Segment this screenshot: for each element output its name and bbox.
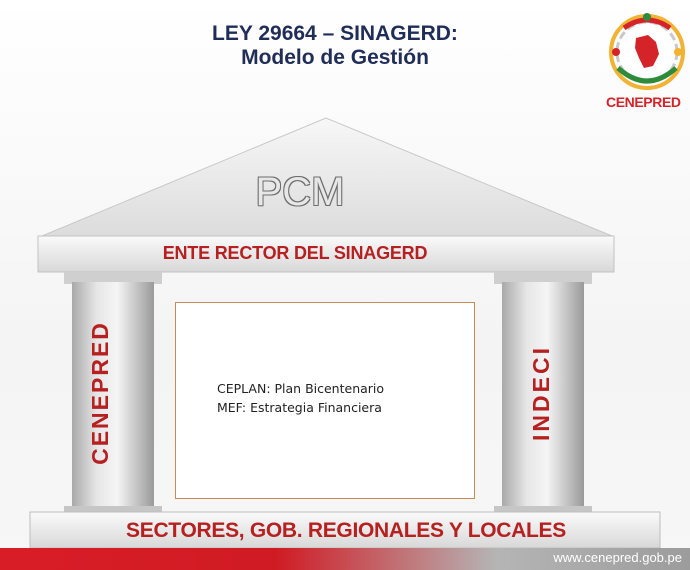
left-column-label: CENEPRED xyxy=(87,321,113,465)
slide-title: LEY 29664 – SINAGERD: Modelo de Gestión xyxy=(140,22,530,70)
left-column-shaft xyxy=(72,282,154,510)
right-column-shaft xyxy=(502,282,584,510)
base-label: SECTORES, GOB. REGIONALES Y LOCALES xyxy=(126,519,566,542)
temple-base xyxy=(29,511,661,549)
right-column-cap xyxy=(494,272,592,284)
left-column-cap xyxy=(64,272,162,284)
right-column-foot xyxy=(494,506,592,516)
title-line-2: Modelo de Gestión xyxy=(241,46,429,69)
center-line-2: MEF: Estrategia Financiera xyxy=(217,400,382,415)
temple-beam xyxy=(37,235,615,273)
center-line-1: CEPLAN: Plan Bicentenario xyxy=(217,381,385,396)
center-text: CEPLAN: Plan Bicentenario MEF: Estrategi… xyxy=(217,379,457,417)
right-column-label: INDECI xyxy=(528,345,554,441)
title-line-1: LEY 29664 – SINAGERD: xyxy=(212,22,458,45)
center-box xyxy=(175,302,475,499)
footer-url[interactable]: www.cenepred.gob.pe xyxy=(553,550,682,565)
beam-label: ENTE RECTOR DEL SINAGERD xyxy=(162,243,428,263)
left-column-foot xyxy=(64,506,162,516)
roof-label: PCM xyxy=(255,170,345,214)
footer-bar xyxy=(0,548,690,570)
logo-wordmark: CENEPRED xyxy=(606,94,681,110)
cenepred-logo-icon xyxy=(609,13,685,90)
